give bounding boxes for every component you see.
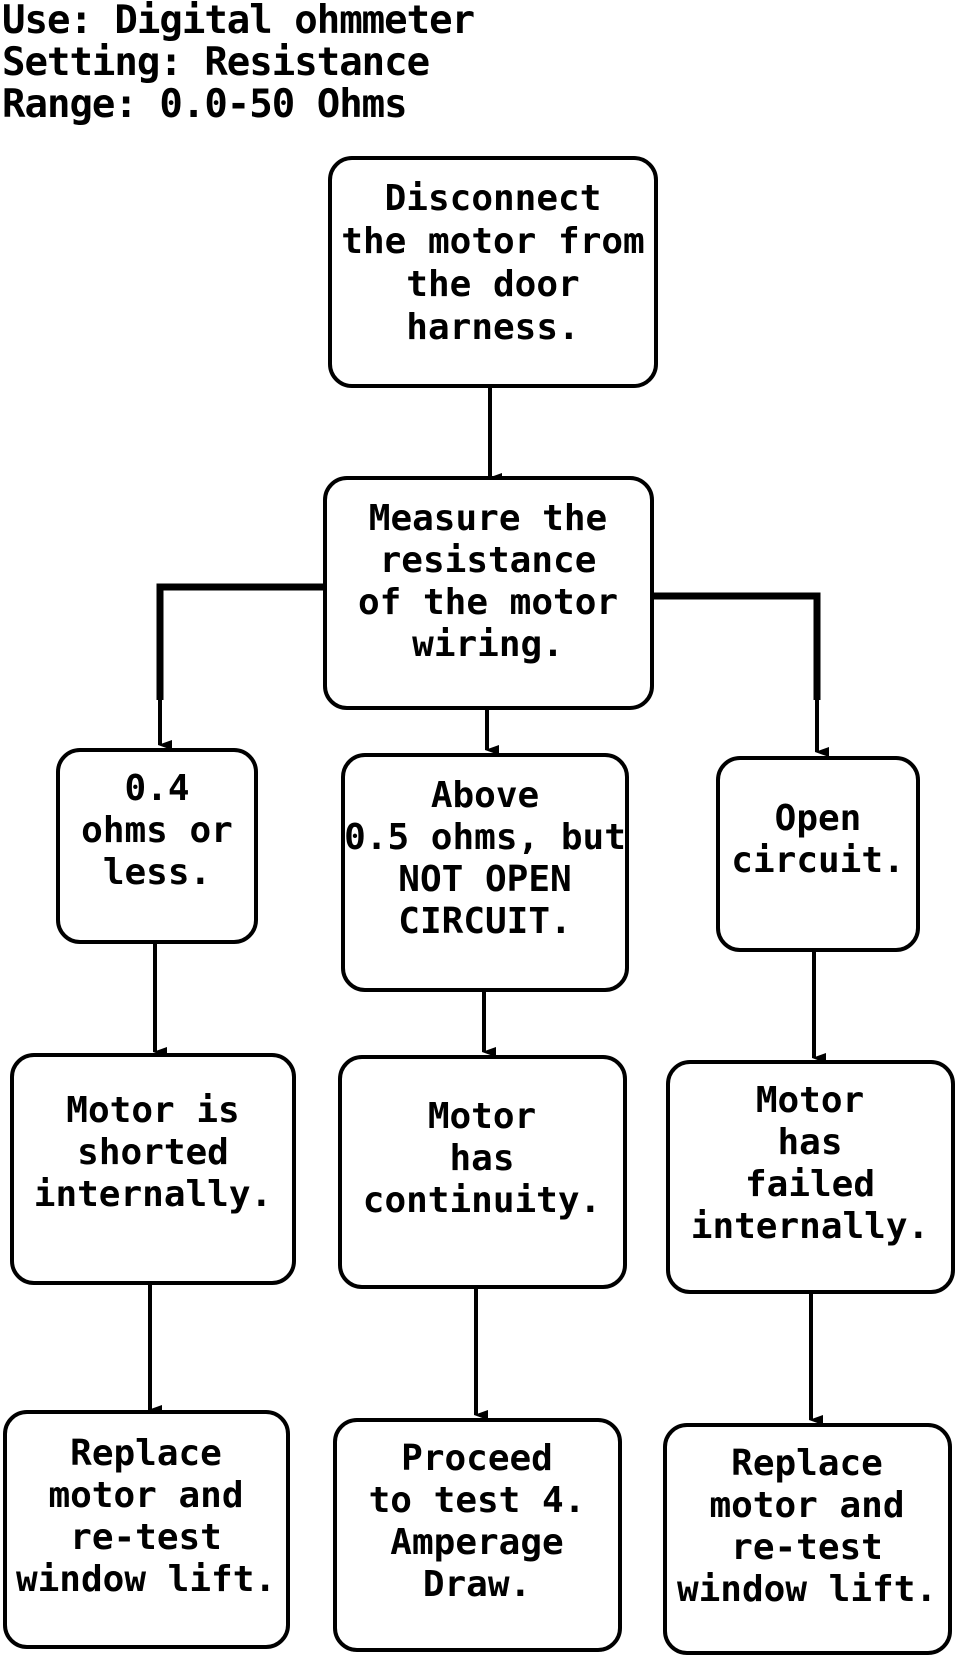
- node-continuity-line3: continuity.: [363, 1180, 601, 1221]
- node-shorted: Motor is shorted internally.: [10, 1053, 296, 1285]
- node-replace-left-line3: re-test: [70, 1517, 222, 1558]
- node-measure-line4: wiring.: [412, 624, 564, 665]
- diagram-header: Use: Digital ohmmeter Setting: Resistanc…: [2, 0, 475, 127]
- node-above-line4: CIRCUIT.: [398, 901, 571, 942]
- node-measure: Measure the resistance of the motor wiri…: [323, 476, 654, 710]
- node-failed-line3: failed: [745, 1164, 875, 1205]
- node-above: Above 0.5 ohms, but NOT OPEN CIRCUIT.: [341, 753, 629, 992]
- node-replace-right-line4: window lift.: [677, 1569, 937, 1610]
- node-shorted-line2: shorted: [77, 1132, 229, 1173]
- node-low-line1: 0.4: [124, 768, 189, 809]
- node-failed-line2: has: [777, 1122, 842, 1163]
- node-proceed-line2: to test 4.: [369, 1480, 586, 1521]
- node-failed: Motor has failed internally.: [666, 1060, 955, 1294]
- node-measure-line1: Measure the: [369, 498, 607, 539]
- node-measure-line2: resistance: [380, 540, 597, 581]
- node-replace-right-line1: Replace: [731, 1443, 883, 1484]
- node-replace-right-line2: motor and: [709, 1485, 904, 1526]
- node-replace-left-line4: window lift.: [16, 1559, 276, 1600]
- node-above-line1: Above: [431, 775, 539, 816]
- node-replace-right-line3: re-test: [731, 1527, 883, 1568]
- node-proceed: Proceed to test 4. Amperage Draw.: [333, 1418, 622, 1652]
- range-line: Range: 0.0-50 Ohms: [2, 82, 408, 127]
- node-open-line1: Open: [775, 798, 862, 839]
- node-disconnect-line2: the motor from: [341, 221, 644, 262]
- node-replace-left: Replace motor and re-test window lift.: [3, 1410, 290, 1649]
- node-replace-left-line1: Replace: [70, 1433, 222, 1474]
- node-proceed-line3: Amperage: [390, 1522, 563, 1563]
- edge-measure-open-trunk: [650, 592, 821, 700]
- node-low-line3: less.: [103, 852, 211, 893]
- node-disconnect-line3: the door: [406, 264, 579, 305]
- node-open: Open circuit.: [716, 756, 920, 952]
- node-proceed-line1: Proceed: [401, 1438, 553, 1479]
- node-shorted-line3: internally.: [34, 1174, 272, 1215]
- node-measure-line3: of the motor: [358, 582, 618, 623]
- node-open-line2: circuit.: [731, 840, 904, 881]
- node-low-line2: ohms or: [81, 810, 233, 851]
- use-line: Use: Digital ohmmeter: [2, 0, 475, 43]
- setting-line: Setting: Resistance: [2, 40, 430, 85]
- node-disconnect-line4: harness.: [406, 307, 579, 348]
- node-replace-right: Replace motor and re-test window lift.: [663, 1423, 952, 1655]
- node-continuity-line2: has: [449, 1138, 514, 1179]
- edge-measure-low-trunk: [156, 583, 325, 700]
- node-continuity-line1: Motor: [428, 1096, 536, 1137]
- node-disconnect: Disconnect the motor from the door harne…: [328, 156, 658, 388]
- node-replace-left-line2: motor and: [48, 1475, 243, 1516]
- node-above-line3: NOT OPEN: [398, 859, 571, 900]
- node-above-line2: 0.5 ohms, but: [344, 817, 626, 858]
- node-failed-line4: internally.: [691, 1206, 929, 1247]
- node-disconnect-line1: Disconnect: [385, 178, 602, 219]
- node-continuity: Motor has continuity.: [338, 1055, 627, 1289]
- node-low: 0.4 ohms or less.: [56, 748, 258, 944]
- node-failed-line1: Motor: [756, 1080, 864, 1121]
- node-proceed-line4: Draw.: [423, 1564, 531, 1605]
- node-shorted-line1: Motor is: [66, 1090, 239, 1131]
